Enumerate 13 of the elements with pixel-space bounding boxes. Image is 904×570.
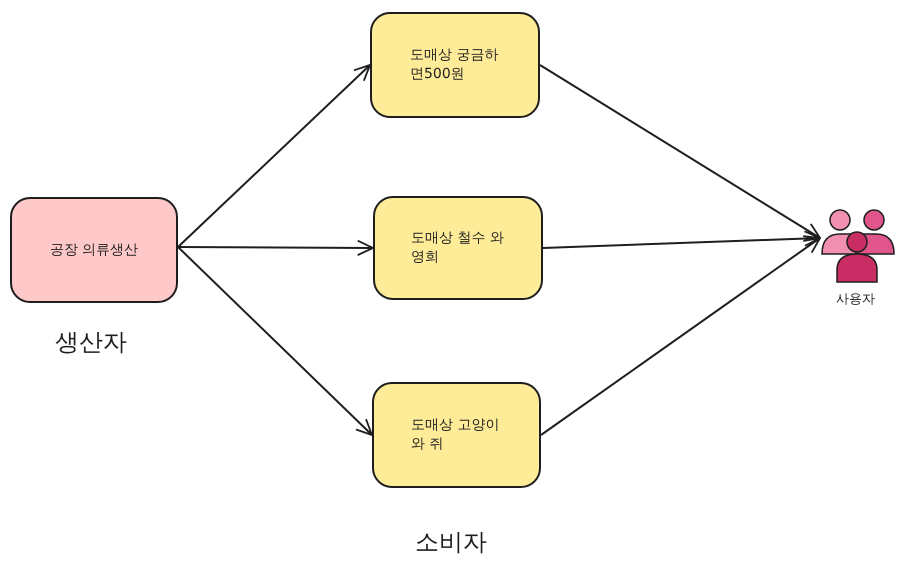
arrow <box>177 64 371 248</box>
process-box: 도매상 철수 와 영희 <box>373 196 543 300</box>
group-label: 소비자 <box>415 527 487 558</box>
arrow <box>178 240 374 256</box>
group-label: 생산자 <box>55 327 127 358</box>
arrow <box>542 230 821 249</box>
process-box: 공장 의류생산 <box>10 197 178 303</box>
icon-caption: 사용자 <box>836 291 875 308</box>
arrow <box>177 246 373 436</box>
process-box: 도매상 궁금하면500원 <box>370 12 540 118</box>
arrow <box>539 64 821 239</box>
process-box: 도매상 고양이 와 쥐 <box>372 382 541 488</box>
arrow <box>540 237 821 436</box>
